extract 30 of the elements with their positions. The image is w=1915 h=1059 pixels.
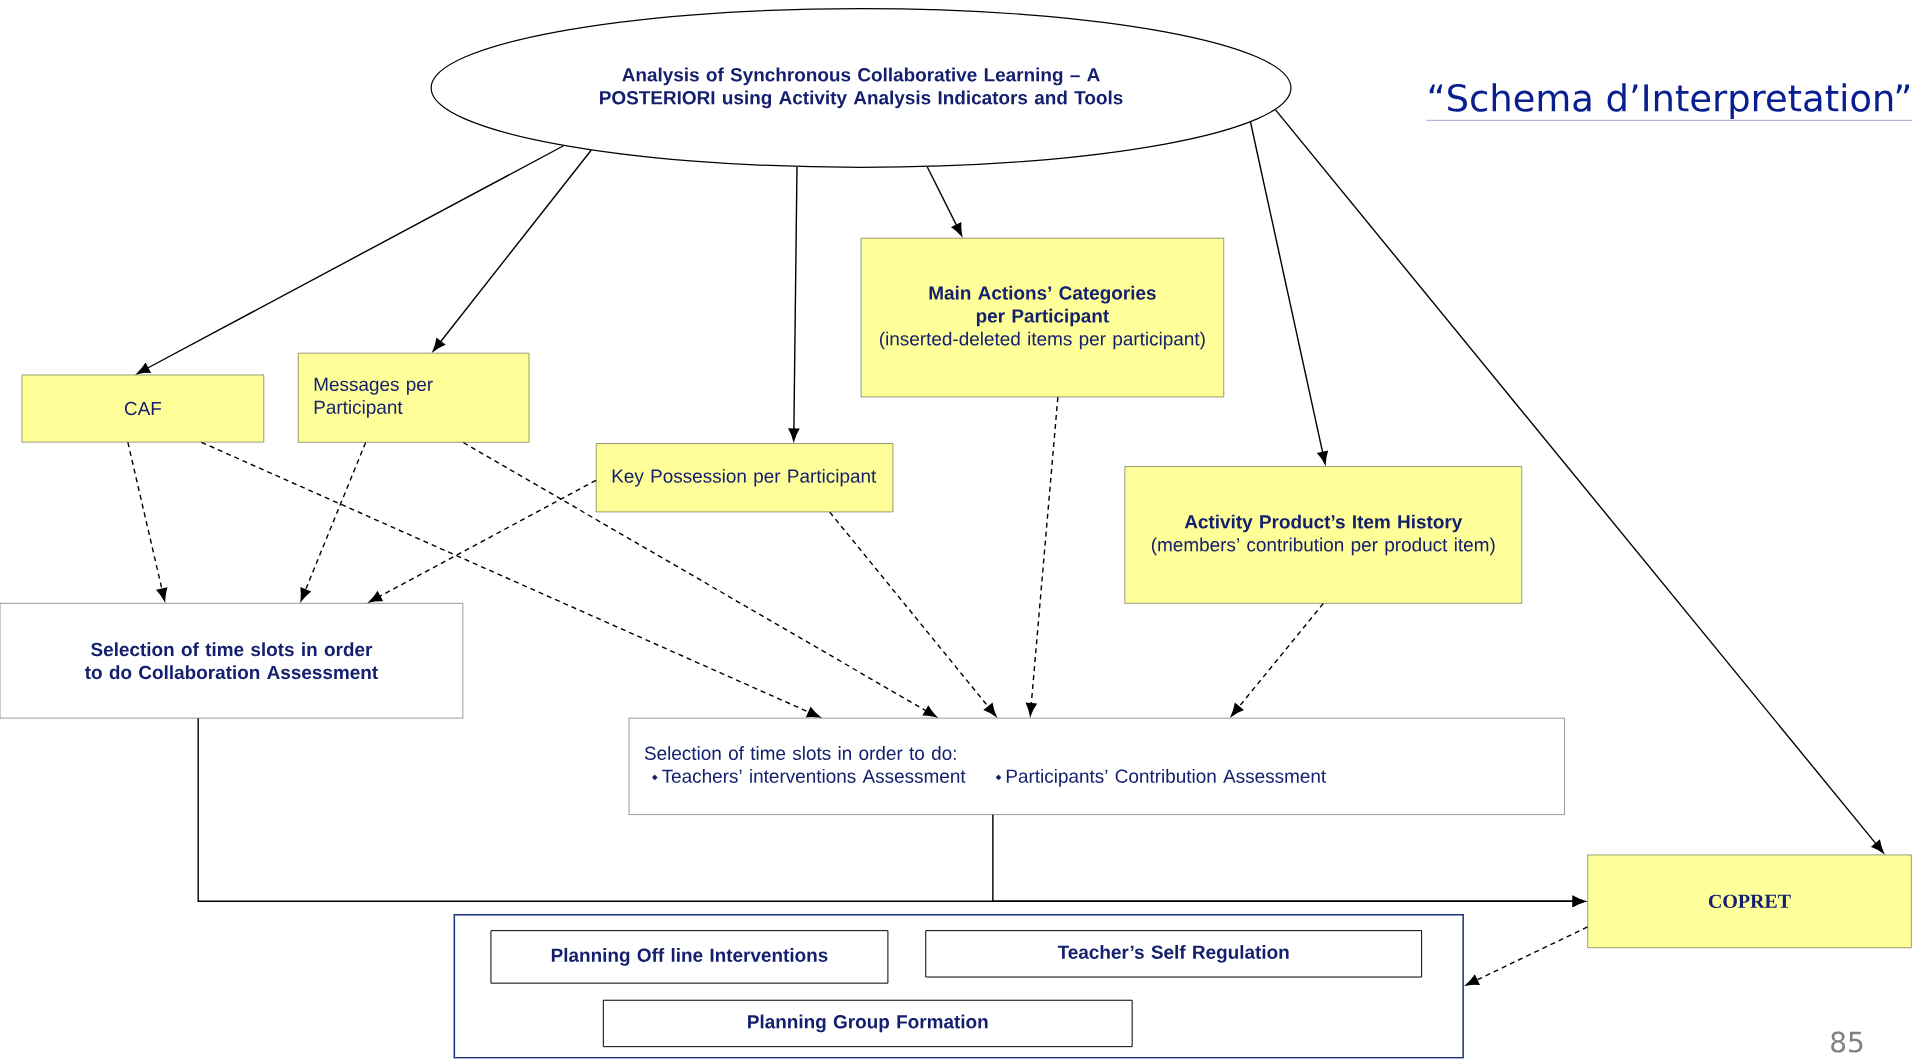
arrow: [1274, 109, 1884, 854]
process-box: Teacher’s Self Regulation: [925, 930, 1423, 978]
process-box: Planning Group Formation: [602, 999, 1133, 1048]
arrow: [926, 166, 963, 237]
arrow: [300, 441, 367, 602]
arrow: [1025, 396, 1059, 716]
page-number: 85: [1831, 1031, 1863, 1053]
arrow: [992, 814, 1586, 907]
process-box: Main Actions’ Categories per Participant (inserted-deleted items per participant): [860, 238, 1224, 398]
arrow: [1249, 121, 1328, 465]
arrow: [1230, 602, 1324, 717]
process-box: Planning Off line Interventions: [490, 930, 889, 984]
arrow: [136, 145, 565, 375]
process-box: Key Possession per Participant: [596, 443, 894, 513]
arrow: [200, 441, 821, 718]
arrow: [462, 441, 937, 718]
process-box: COPRET: [1587, 854, 1912, 948]
arrow: [127, 441, 168, 602]
arrow: [368, 479, 597, 603]
arrow: [788, 166, 800, 442]
arrow: [1465, 926, 1589, 986]
arrow: [432, 149, 592, 352]
group-frame: [453, 914, 1464, 1059]
process-box: Selection of time slots in order to do Collaboration Assessment: [0, 603, 464, 719]
process-box: Selection of time slots in order to do: Teachers’ interventions Assessment Participants’ Contribution Assessment: [628, 718, 1565, 815]
arrow: [829, 511, 997, 717]
process-box: Messages per Participant: [298, 353, 530, 443]
process-box: Activity Product’s Item History (members’ contribution per product item): [1124, 466, 1522, 604]
process-box: CAF: [21, 374, 264, 443]
title: “Schema d’Interpretation”: [1426, 83, 1913, 121]
